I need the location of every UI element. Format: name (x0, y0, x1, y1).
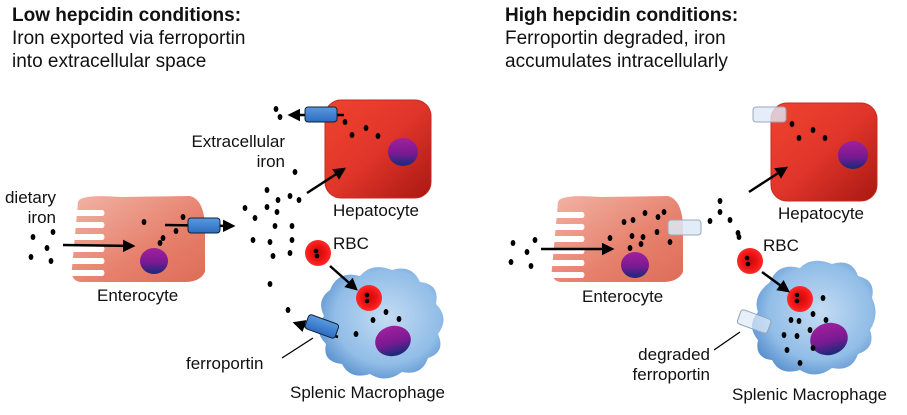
left-ferroportin-macrophage (304, 314, 340, 339)
left-dietary-label-2: iron (27, 208, 56, 227)
left-dietary-label-1: dietary (4, 188, 56, 207)
right-enterocyte-nucleus (621, 252, 649, 278)
left-enterocyte-nucleus (140, 248, 168, 274)
left-hepatocyte-label: Hepatocyte (333, 201, 419, 220)
left-macrophage (318, 267, 444, 379)
right-rbc-outside (737, 248, 763, 274)
right-rbc-inside (787, 286, 813, 312)
left-rbc-arrow (329, 265, 358, 291)
right-degraded-ferroportin-pointer (713, 331, 741, 351)
right-subtitle-1: Ferroportin degraded, iron (505, 28, 726, 49)
right-degraded-label-1: degraded (638, 345, 710, 364)
left-panel-title: Low hepcidin conditions: Iron exported v… (12, 4, 245, 73)
right-degraded-ferroportin-label: degraded ferroportin (600, 345, 710, 385)
left-ferroportin-enterocyte (187, 217, 221, 234)
right-degraded-ferroportin-hepatocyte (752, 106, 787, 123)
left-title: Low hepcidin conditions: (12, 5, 242, 26)
right-title: High hepcidin conditions: (505, 5, 739, 26)
left-extracellular-label: Extracellular iron (180, 132, 285, 172)
left-enterocyte (70, 196, 206, 282)
right-macrophage-label: Splenic Macrophage (732, 385, 887, 404)
left-enterocyte-label: Enterocyte (97, 286, 179, 305)
right-degraded-label-2: ferroportin (632, 365, 710, 384)
right-rbc-label: RBC (763, 236, 799, 255)
left-extracellular-label-2: iron (256, 152, 285, 171)
left-hepatocyte-nucleus (388, 138, 418, 166)
right-degraded-ferroportin-macrophage (736, 309, 772, 334)
left-rbc-outside (305, 240, 331, 266)
right-subtitle-2: accumulates intracellularly (505, 51, 728, 72)
left-subtitle-2: into extracellular space (12, 51, 207, 72)
right-macrophage-nucleus (810, 322, 848, 356)
right-hepatocyte-label: Hepatocyte (778, 204, 864, 223)
left-hepatocyte-uptake-arrow (306, 167, 347, 195)
left-dietary-iron-label: dietary iron (0, 188, 56, 228)
left-ferroportin-hepatocyte (304, 106, 338, 123)
right-enterocyte (550, 196, 683, 282)
left-ferroportin-label: ferroportin (186, 354, 264, 373)
left-dietary-arrow (62, 239, 136, 253)
left-extracellular-label-1: Extracellular (191, 132, 285, 151)
right-iron-particles (508, 121, 829, 366)
left-subtitle-1: Iron exported via ferroportin (12, 28, 246, 49)
right-rbc-arrow (761, 270, 791, 293)
left-rbc-inside (356, 285, 382, 311)
right-hepatocyte-uptake-arrow (748, 166, 789, 194)
right-enterocyte-label: Enterocyte (582, 287, 664, 306)
right-panel-title: High hepcidin conditions: Ferroportin de… (505, 4, 738, 73)
left-iron-particles (28, 106, 402, 337)
left-rbc-label: RBC (333, 234, 369, 253)
right-degraded-ferroportin-enterocyte (667, 219, 702, 236)
left-ferroportin-pointer (281, 337, 314, 359)
left-hepatocyte (324, 99, 432, 199)
right-hepatocyte-nucleus (838, 141, 868, 169)
left-macrophage-label: Splenic Macrophage (290, 383, 445, 402)
left-macrophage-nucleus (375, 325, 411, 357)
right-hepatocyte (770, 102, 878, 202)
